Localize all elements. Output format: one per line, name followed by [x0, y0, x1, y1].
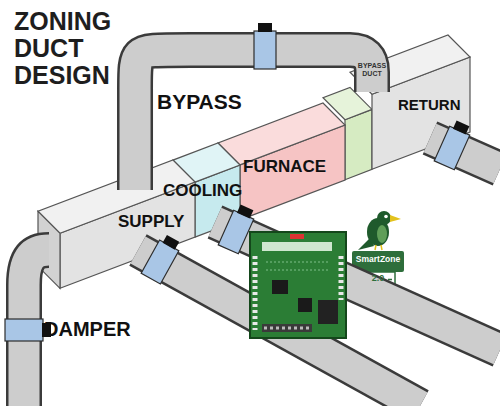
- bird-beak: [390, 215, 401, 222]
- damper: [141, 233, 183, 284]
- bird-belly: [377, 225, 387, 243]
- board-terminal: [262, 324, 312, 332]
- duct-top-face: [350, 35, 470, 94]
- logo-text: 2.0: [361, 274, 395, 284]
- board-pins: [339, 256, 344, 300]
- board-chip: [272, 280, 288, 294]
- board-tag: [290, 234, 304, 239]
- section-label: SUPPLY: [118, 213, 184, 232]
- bypass-stub: [135, 155, 136, 190]
- damper: [254, 23, 276, 69]
- section-label: COOLING: [163, 182, 242, 201]
- damper-actuator: [237, 204, 253, 218]
- duct-body: [120, 155, 151, 190]
- control-board: [250, 232, 346, 338]
- board-chip: [298, 298, 312, 312]
- duct-tag: BYPASS DUCT: [356, 62, 388, 78]
- flex-duct: [215, 222, 500, 350]
- part-label: DAMPER: [44, 318, 131, 340]
- duct-top-face: [38, 160, 195, 233]
- duct-body: [135, 50, 350, 160]
- bypass-duct: [135, 50, 350, 160]
- damper: [434, 119, 473, 170]
- damper-actuator: [258, 23, 272, 32]
- bird-eye: [384, 215, 388, 219]
- bird-leg: [375, 245, 376, 250]
- duct-outline: [117, 155, 153, 190]
- duct-label: BYPASS: [157, 90, 242, 114]
- damper-band: [254, 31, 276, 69]
- logo-text: SmartZone: [352, 255, 404, 264]
- damper-actuator: [163, 235, 180, 250]
- diagram-title: ZONING DUCT DESIGN: [14, 8, 120, 89]
- duct-body: [215, 222, 500, 350]
- section-label: RETURN: [398, 97, 461, 114]
- board-terminal-pins: [264, 327, 310, 330]
- filter-front-face: [345, 109, 372, 179]
- board-pins: [253, 256, 258, 330]
- damper-actuator: [453, 120, 469, 134]
- damper-band: [5, 319, 43, 341]
- logo-dash: [388, 279, 392, 281]
- logo-bird: [358, 211, 401, 250]
- section-label: FURNACE: [243, 158, 326, 177]
- bird-leg: [381, 245, 382, 250]
- board-pcb: [250, 232, 346, 338]
- board-traces: [266, 262, 330, 263]
- board-traces: [266, 270, 330, 271]
- bird-head: [377, 211, 391, 225]
- duct-outline: [215, 222, 500, 350]
- board-relay: [318, 300, 338, 324]
- duct-outline: [135, 50, 350, 160]
- board-strip: [262, 242, 332, 251]
- damper: [218, 203, 257, 254]
